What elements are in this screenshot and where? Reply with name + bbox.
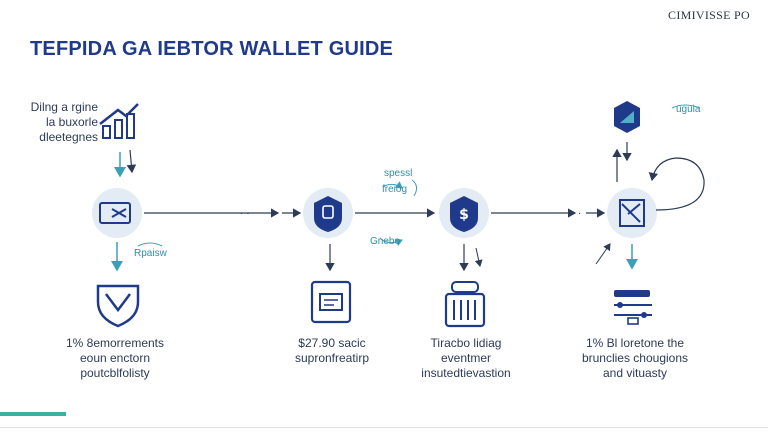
note-gnebo: Gnebo (370, 236, 401, 247)
intro-line-3: dleetegnes (39, 130, 98, 144)
step-1-caption: 1% 8emorrements eoun enctorn poutcblfoli… (50, 336, 180, 381)
brand-logo: CIMIVISSE PO (668, 8, 750, 22)
connector-dots: · · (240, 209, 250, 220)
step-3-line-3: insutedtievastion (421, 366, 511, 380)
svg-text:·: · (578, 209, 581, 220)
shield-heart-icon (96, 284, 140, 328)
network-rack-icon (614, 290, 652, 325)
footer-divider (0, 427, 768, 428)
step-1-line-1: 1% 8emorrements (65, 336, 165, 350)
step-1-line-2: eoun enctorn (79, 351, 151, 365)
note-uguia: uguia (676, 104, 701, 115)
server-bank-icon (444, 281, 486, 328)
step-4-caption: 1% Bl loretone the brunclies chougions a… (566, 336, 704, 381)
intro-text: Dilng a rgine la buxorle dleetegnes (20, 100, 98, 145)
step-3-line-2: eventmer (440, 351, 492, 365)
note-rpaisw: Rpaisw (134, 248, 167, 259)
step-3-caption: Tiracbo lidiag eventmer insutedtievastio… (404, 336, 528, 381)
svg-text:· ·: · · (240, 209, 250, 220)
accent-bar (0, 412, 66, 416)
step-4-line-1: 1% Bl loretone the (585, 336, 685, 350)
step-1-line-3: poutcblfolisty (80, 366, 150, 380)
step-4-line-3: and vituasty (602, 366, 668, 380)
svg-text:$: $ (459, 207, 469, 223)
step-4-line-2: brunclies chougions (581, 351, 689, 365)
bar-chart-icon (99, 103, 139, 139)
hexagon-badge-icon (614, 101, 640, 133)
node-wallet-scan (92, 188, 142, 238)
note-freiog: freiog (382, 184, 408, 195)
page-title: TEFPIDA GA IEBTOR WALLET GUIDE (30, 38, 394, 60)
node-network (607, 188, 657, 238)
step-2-line-1: $27.90 sacic (298, 336, 366, 350)
node-shield-key (303, 188, 353, 238)
node-dollar-shield: $ (439, 188, 489, 238)
device-card-icon (310, 280, 352, 324)
step-2-caption: $27.90 sacic supronfreatirp (272, 336, 392, 366)
step-3-line-1: Tiracbo lidiag (430, 336, 502, 350)
step-2-line-2: supronfreatirp (294, 351, 370, 365)
note-spessl: spessl (384, 168, 413, 179)
intro-line-2: la buxorle (45, 115, 98, 129)
intro-line-1: Dilng a rgine (30, 100, 98, 114)
